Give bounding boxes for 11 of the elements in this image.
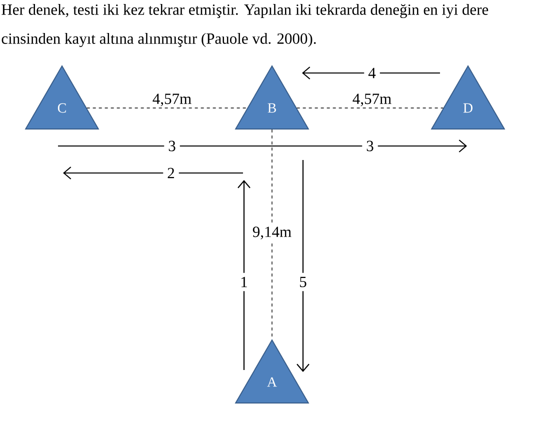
distance-label: 4,57m: [152, 94, 192, 106]
step-number: 3: [366, 140, 374, 152]
step-number: 5: [300, 276, 306, 288]
distance-label: 9,14m: [252, 226, 292, 240]
step-number: 4: [368, 68, 376, 78]
distance-label: 4,57m: [352, 94, 392, 106]
body-text: Her denek, testi iki kez tekrar etmiştir. Yapılan iki tekrarda deneğin en iyi dere: [2, 4, 488, 18]
step-number: 3: [168, 140, 176, 152]
step-number: 2: [168, 168, 174, 178]
step-number: 1: [242, 276, 247, 288]
body-text: cinsinden kayıt altına alınmıştır (Pauole vd. 2000).: [2, 32, 316, 48]
